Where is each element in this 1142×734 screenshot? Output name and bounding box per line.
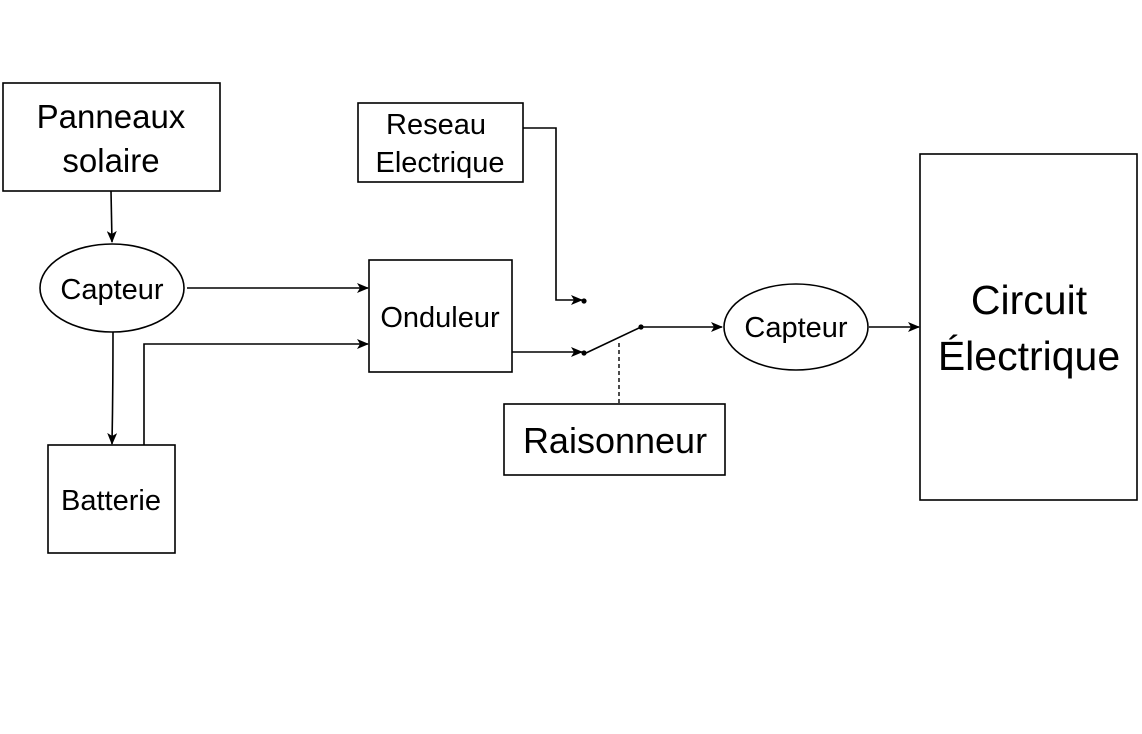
batterie-label: Batterie [61, 485, 161, 517]
reseau-electrique-label-line1: Reseau [386, 109, 486, 141]
circuit-electrique-label-line2: Électrique [938, 333, 1120, 379]
raisonneur-label: Raisonneur [523, 420, 707, 461]
batterie-box [47, 444, 176, 554]
node-circuit-electrique: Circuit Électrique [919, 153, 1138, 501]
raisonneur-box [503, 403, 726, 476]
switch-lever [585, 326, 642, 354]
node-batterie: Batterie [47, 444, 176, 554]
node-reseau-electrique: Reseau Electrique [357, 102, 524, 183]
circuit-electrique-label-line1: Circuit [971, 277, 1088, 323]
capteur-left-ellipse [39, 243, 185, 333]
node-onduleur: Onduleur [368, 259, 513, 373]
onduleur-box [368, 259, 513, 373]
edge-batterie-to-onduleur [143, 339, 369, 445]
capteur-right-label: Capteur [744, 312, 848, 344]
onduleur-label: Onduleur [380, 302, 500, 334]
node-panneaux-solaire: Panneaux solaire [2, 82, 221, 192]
node-capteur-right: Capteur [723, 283, 869, 371]
switch-contact-onduleur [581, 350, 587, 356]
edge-reseau-to-switch [523, 127, 583, 305]
node-raisonneur: Raisonneur [503, 403, 726, 476]
panneaux-solaire-label-line2: solaire [62, 142, 159, 179]
node-capteur-left: Capteur [39, 243, 185, 333]
reseau-electrique-box [357, 102, 524, 183]
panneaux-solaire-box [2, 82, 221, 192]
capteur-left-label: Capteur [60, 274, 164, 306]
switch-contact-reseau [581, 298, 587, 304]
circuit-electrique-box [919, 153, 1138, 501]
reseau-electrique-label-line2: Electrique [376, 147, 505, 179]
edge-panneaux-to-capteur [106, 190, 117, 243]
switch-symbol [581, 298, 644, 356]
capteur-right-ellipse [723, 283, 869, 371]
edge-capteur-to-batterie [107, 331, 118, 445]
panneaux-solaire-label-line1: Panneaux [37, 98, 186, 135]
